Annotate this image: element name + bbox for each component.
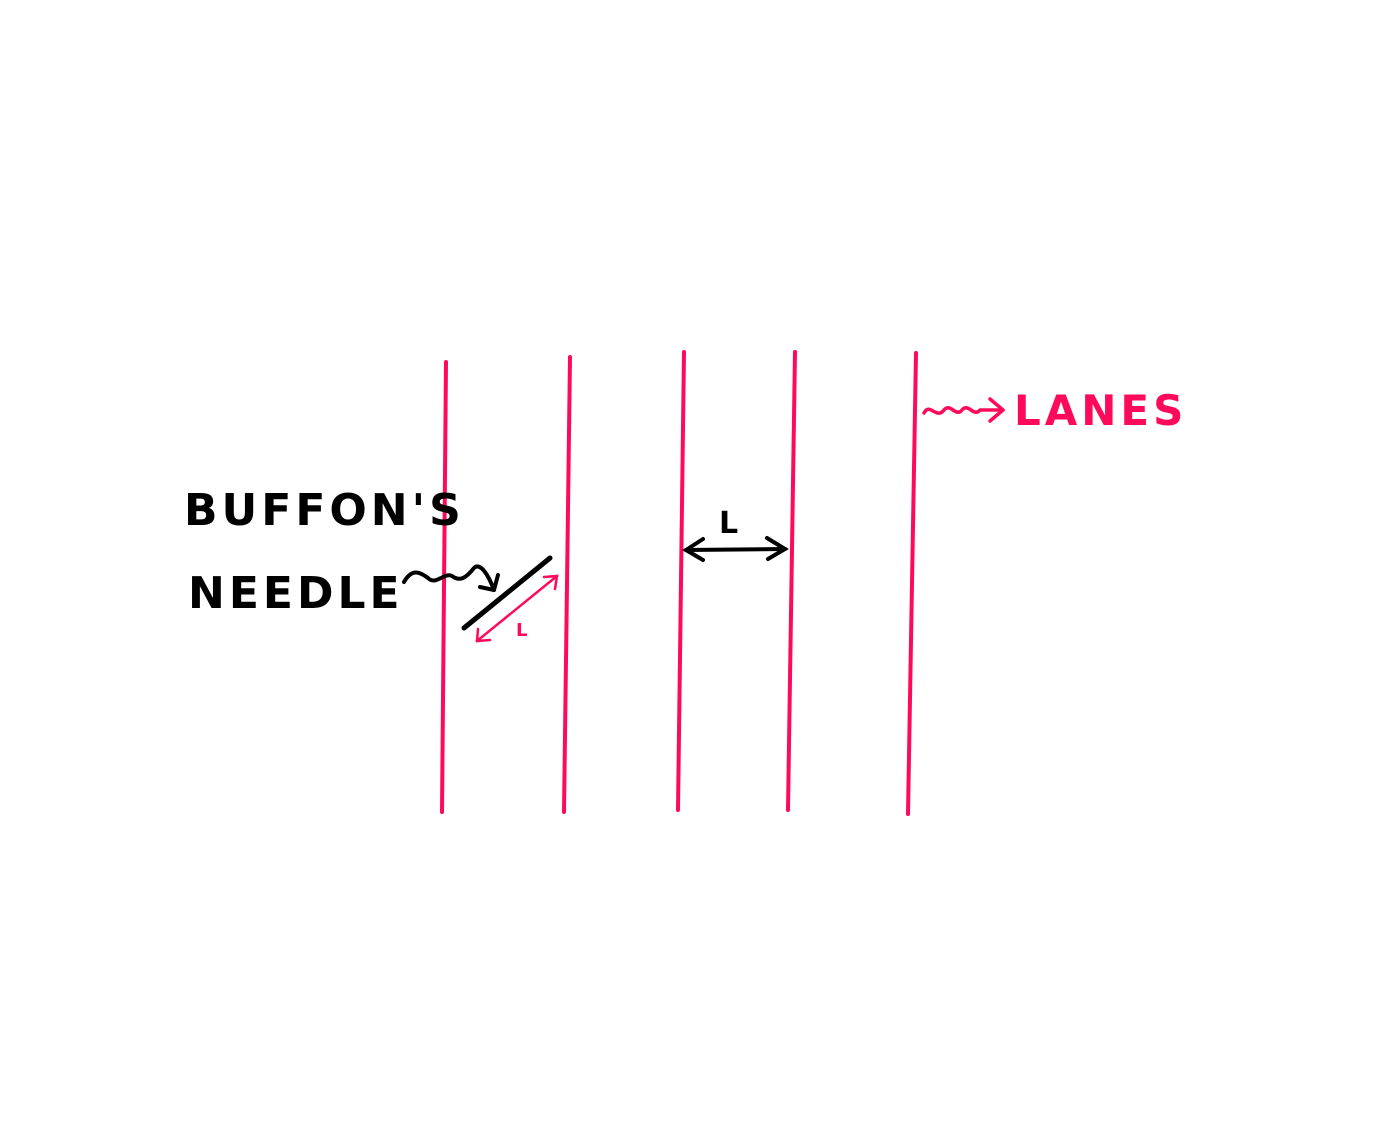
lane-line-5 [906,351,918,816]
squiggle-arrow-to-needle-icon [402,564,500,592]
lane-line-4 [786,350,797,812]
lanes [440,350,918,816]
lane-line-1 [440,360,448,814]
lanes-label: LANES [1014,386,1187,435]
squiggle-arrow-to-lanes-icon [922,397,1005,423]
lane-line-3 [676,350,686,812]
needle-length-label: L [516,620,527,641]
lane-width-arrow-icon [682,536,789,562]
needle-length-arrow-icon [475,574,559,643]
lane-line-2 [562,355,572,814]
needle-title-line2: NEEDLE [188,568,404,619]
needle-title-line1: BUFFON'S [184,485,465,536]
needle [461,555,553,631]
lane-width-label: L [719,506,738,541]
